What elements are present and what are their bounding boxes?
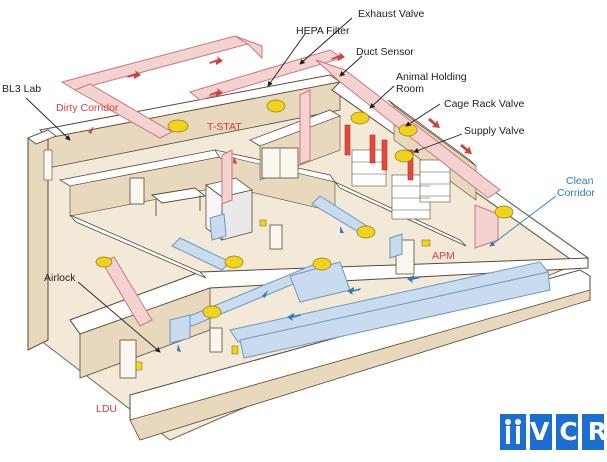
label-bl3-lab: BL3 Lab <box>2 83 42 95</box>
label-exhaust-valve: Exhaust Valve <box>358 8 425 20</box>
label-dirty-corridor: Dirty Corridor <box>56 102 119 114</box>
door-airlock <box>119 339 137 379</box>
door-bl3 <box>129 177 145 205</box>
label-supply-valve: Supply Valve <box>464 125 525 137</box>
label-clean-corridor-2: Corridor <box>557 187 595 199</box>
vcr-logo-mark <box>500 414 604 450</box>
airflow-red <box>88 52 472 164</box>
interior-wall-3 <box>69 214 207 279</box>
label-animal-holding-1: Animal Holding <box>396 71 467 83</box>
label-t-stat: T-STAT <box>207 121 242 133</box>
label-clean-corridor-1: Clean <box>566 175 594 187</box>
label-duct-sensor: Duct Sensor <box>356 46 414 58</box>
cage-exhaust-tubes <box>344 124 414 181</box>
label-apm: APM <box>432 250 455 262</box>
sensors <box>135 219 431 371</box>
label-hepa-filter: HEPA Filter <box>296 25 350 37</box>
vcr-logo: VCR <box>500 412 607 452</box>
label-cage-rack-valve: Cage Rack Valve <box>444 98 525 110</box>
valves <box>95 99 514 319</box>
label-animal-holding-2: Room <box>396 83 425 95</box>
cage-racks <box>351 149 451 220</box>
lab-bench <box>150 187 207 216</box>
label-ldu: LDU <box>96 403 118 415</box>
vcr-logo-text: VCR <box>530 417 607 446</box>
label-airlock: Airlock <box>44 272 76 284</box>
airflow-blue <box>177 226 421 352</box>
